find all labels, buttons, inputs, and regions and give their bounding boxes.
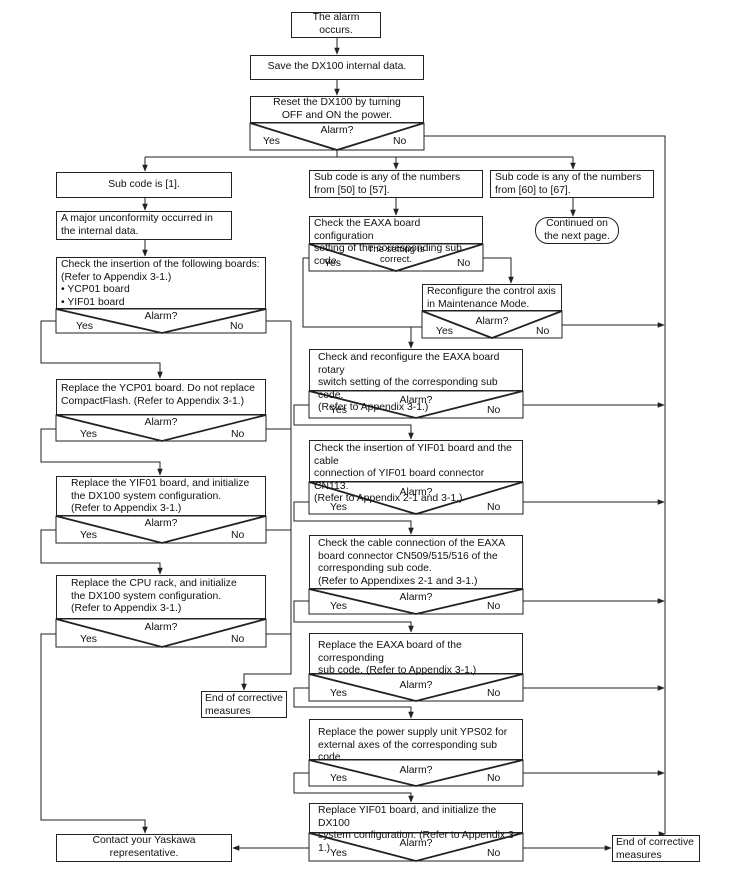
decision-setting-no: No bbox=[457, 258, 471, 269]
decision-rotary-no: No bbox=[487, 405, 501, 416]
decision-rotary-yes: Yes bbox=[330, 405, 347, 416]
decision-cpu-no: No bbox=[231, 634, 245, 645]
step-replace-ycp01: Replace the YCP01 board. Do not replace … bbox=[56, 379, 266, 415]
decision-axis-alarm-question: Alarm? bbox=[475, 316, 509, 327]
step-replace-yif01-last: Replace YIF01 board, and initialize the … bbox=[309, 803, 523, 854]
decision-yif01-yes: Yes bbox=[80, 530, 97, 541]
connector-power-supply-yes bbox=[293, 772, 414, 803]
step-check-rotary-switch: Check and reconfigure the EAXA board rot… bbox=[309, 349, 523, 413]
decision-eaxa-no: No bbox=[487, 688, 501, 699]
connector-left-no-collector bbox=[241, 321, 292, 691]
decision-eaxa-cable-alarm-question: Alarm? bbox=[399, 592, 433, 603]
decision-boards-shape-triangle bbox=[55, 308, 267, 334]
decision-yif01-cable-no: No bbox=[487, 502, 501, 513]
decision-boards-shape-frame bbox=[55, 308, 267, 334]
decision-ycp01-alarm-question: Alarm? bbox=[144, 417, 178, 428]
decision-eaxa-shape-triangle bbox=[308, 673, 524, 702]
connector-ycp01-yes bbox=[40, 428, 163, 476]
step-replace-yif01-init: Replace the YIF01 board, and initialize … bbox=[56, 476, 266, 516]
step-contact-representative: Contact your Yaskawa representative. bbox=[56, 834, 232, 862]
decision-yif01-no: No bbox=[231, 530, 245, 541]
step-end-left: End of corrective measures bbox=[201, 691, 287, 718]
connector-eaxa-yes bbox=[293, 687, 414, 719]
decision-ycp01-shape-frame bbox=[55, 414, 267, 442]
step-check-yif01-cable: Check the insertion of YIF01 board and t… bbox=[309, 440, 523, 504]
connector-rotary-yes bbox=[293, 404, 414, 440]
decision-ycp01-yes: Yes bbox=[80, 429, 97, 440]
decision-boards-alarm-question: Alarm? bbox=[144, 311, 178, 322]
connector-reset-no-right bbox=[424, 135, 666, 834]
decision-cpu-yes: Yes bbox=[80, 634, 97, 645]
decision-boards-yes: Yes bbox=[76, 321, 93, 332]
decision-eaxa-cable-yes: Yes bbox=[330, 601, 347, 612]
step-major-unconformity: A major unconformity occurred in the int… bbox=[56, 211, 232, 240]
step-sub-code-1: Sub code is [1]. bbox=[56, 172, 232, 198]
decision-ycp01-shape-triangle bbox=[55, 414, 267, 442]
step-replace-power-supply: Replace the power supply unit YPS02 for … bbox=[309, 719, 523, 763]
decision-reset-yes: Yes bbox=[263, 136, 280, 147]
decision-boards-no: No bbox=[230, 321, 244, 332]
step-replace-eaxa: Replace the EAXA board of the correspond… bbox=[309, 633, 523, 676]
decision-cpu-shape-triangle bbox=[55, 618, 267, 648]
decision-cpu-shape-frame bbox=[55, 618, 267, 648]
step-replace-cpu-rack: Replace the CPU rack, and initialize the… bbox=[56, 575, 266, 619]
decision-eaxa-alarm-question: Alarm? bbox=[399, 680, 433, 691]
decision-setting-correct-question: The setting is correct. bbox=[367, 244, 425, 265]
decision-rotary-shape-triangle bbox=[308, 390, 524, 419]
step-check-boards: Check the insertion of the following boa… bbox=[56, 257, 266, 309]
connector-setting-yes-loop bbox=[302, 257, 414, 349]
decision-axis-shape-triangle bbox=[421, 310, 563, 339]
decision-eaxa-cable-no: No bbox=[487, 601, 501, 612]
connector-yif01-yes bbox=[40, 529, 163, 575]
step-check-eaxa-config: Check the EAXA board configuration setti… bbox=[309, 216, 483, 267]
step-sub-code-60-67: Sub code is any of the numbers from [60]… bbox=[490, 170, 654, 198]
decision-last-no: No bbox=[487, 848, 501, 859]
step-end-right: End of corrective measures bbox=[612, 835, 700, 862]
connector-boards-yes bbox=[40, 320, 163, 379]
decision-eaxa-cable-shape-triangle bbox=[308, 588, 524, 615]
decision-last-alarm-question: Alarm? bbox=[399, 838, 433, 849]
decision-yif01-cable-shape-triangle bbox=[308, 481, 524, 515]
decision-yif01-cable-alarm-question: Alarm? bbox=[399, 487, 433, 498]
decision-axis-shape-frame bbox=[421, 310, 563, 339]
connector-yif01-cable-yes bbox=[293, 501, 414, 535]
decision-axis-yes: Yes bbox=[436, 326, 453, 337]
step-check-eaxa-cable: Check the cable connection of the EAXA b… bbox=[309, 535, 523, 589]
decision-yif01-cable-yes: Yes bbox=[330, 502, 347, 513]
connector-eaxa-cable-yes bbox=[293, 600, 414, 633]
decision-yif01-shape-triangle bbox=[55, 515, 267, 544]
step-sub-code-50-57: Sub code is any of the numbers from [50]… bbox=[309, 170, 483, 198]
decision-last-shape-triangle bbox=[308, 832, 524, 862]
decision-ycp01-no: No bbox=[231, 429, 245, 440]
step-reconfigure-axis: Reconfigure the control axis in Maintena… bbox=[422, 284, 562, 311]
continued-next-page-oval: Continued on the next page. bbox=[535, 217, 619, 244]
step-save-data: Save the DX100 internal data. bbox=[250, 55, 424, 80]
decision-eaxa-yes: Yes bbox=[330, 688, 347, 699]
decision-setting-shape-triangle bbox=[308, 243, 484, 272]
decision-reset-alarm-question: Alarm? bbox=[320, 125, 354, 136]
decision-axis-no: No bbox=[536, 326, 550, 337]
decision-last-yes: Yes bbox=[330, 848, 347, 859]
step-alarm-occurs: The alarm occurs. bbox=[291, 12, 381, 38]
connector-setting-no bbox=[483, 257, 514, 284]
decision-power-supply-yes: Yes bbox=[330, 773, 347, 784]
decision-power-supply-no: No bbox=[487, 773, 501, 784]
decision-power-supply-shape-frame bbox=[308, 759, 524, 787]
decision-reset-no: No bbox=[393, 136, 407, 147]
decision-cpu-alarm-question: Alarm? bbox=[144, 622, 178, 633]
decision-rotary-alarm-question: Alarm? bbox=[399, 395, 433, 406]
decision-setting-yes: Yes bbox=[324, 258, 341, 269]
decision-power-supply-alarm-question: Alarm? bbox=[399, 765, 433, 776]
decision-power-supply-shape-triangle bbox=[308, 759, 524, 787]
step-reset: Reset the DX100 by turning OFF and ON th… bbox=[250, 96, 424, 123]
decision-reset-shape-frame bbox=[249, 122, 425, 151]
decision-yif01-alarm-question: Alarm? bbox=[144, 518, 178, 529]
connector-cpu-yes bbox=[40, 633, 148, 834]
